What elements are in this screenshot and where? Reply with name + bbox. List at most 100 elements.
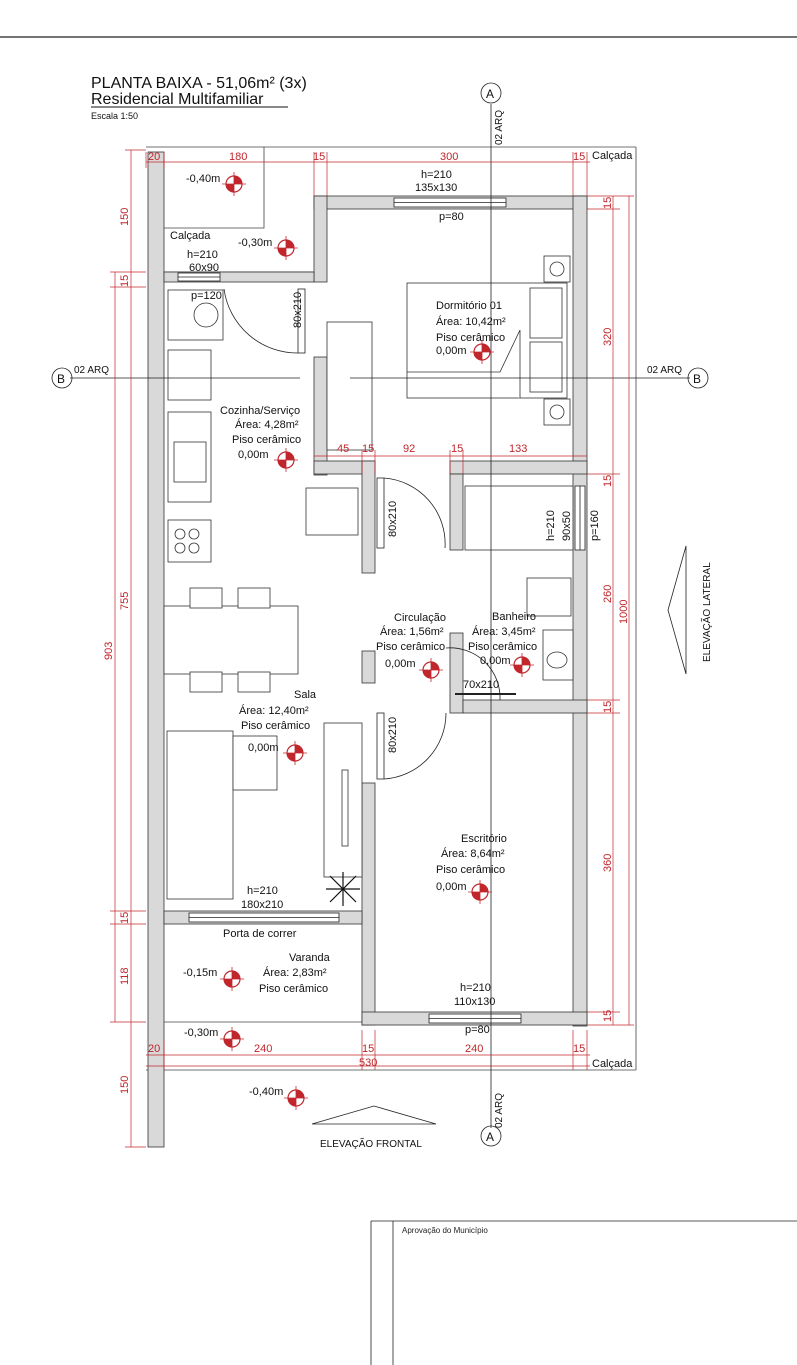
section-a-top-marker bbox=[480, 82, 502, 104]
svg-text:p=120: p=120 bbox=[191, 290, 222, 302]
level-bottom2: -0,40m bbox=[249, 1086, 283, 1098]
plan-title: PLANTA BAIXA - 51,06m² (3x) bbox=[91, 75, 307, 92]
svg-text:15: 15 bbox=[119, 275, 131, 287]
elevation-frontal-arrow bbox=[311, 1105, 437, 1125]
dimension-lines bbox=[110, 149, 634, 1148]
svg-text:360: 360 bbox=[602, 854, 614, 872]
sala-floor: Piso cerâmico bbox=[241, 720, 310, 732]
svg-text:1000: 1000 bbox=[618, 600, 630, 624]
office-floor: Piso cerâmico bbox=[436, 864, 505, 876]
dorm-bottom-wall-right bbox=[449, 460, 588, 475]
dining-table bbox=[163, 605, 299, 675]
svg-text:h=210: h=210 bbox=[187, 249, 218, 261]
svg-text:320: 320 bbox=[602, 328, 614, 346]
svg-text:15: 15 bbox=[451, 443, 463, 455]
level-varanda: -0,15m bbox=[183, 967, 217, 979]
sofa bbox=[166, 730, 234, 900]
elevation-lateral-arrow bbox=[667, 545, 687, 675]
kitchen-floor: Piso cerâmico bbox=[232, 434, 301, 446]
arq-ref-right: 02 ARQ bbox=[647, 365, 682, 376]
office-name: Escritório bbox=[461, 833, 507, 845]
svg-text:h=210: h=210 bbox=[545, 510, 557, 541]
svg-text:180x210: 180x210 bbox=[241, 899, 283, 911]
svg-text:240: 240 bbox=[465, 1043, 483, 1055]
svg-text:903: 903 bbox=[103, 642, 115, 660]
svg-text:60x90: 60x90 bbox=[189, 262, 219, 274]
bath-area: Área: 3,45m² bbox=[472, 625, 536, 638]
circ-area: Área: 1,56m² bbox=[380, 625, 444, 638]
section-a-bottom-marker bbox=[480, 1125, 502, 1147]
kitchen-sink bbox=[173, 441, 207, 483]
approval-label: Aprovação do Município bbox=[402, 1226, 488, 1235]
arq-ref-left: 02 ARQ bbox=[74, 365, 109, 376]
circulation-left-wall-upper bbox=[361, 460, 376, 574]
svg-text:110x130: 110x130 bbox=[454, 996, 495, 1008]
bath-left-wall-upper bbox=[449, 473, 464, 551]
dimension-texts: 20 180 15 300 15 45 15 92 15 133 20 240 … bbox=[103, 151, 630, 1094]
office-level: 0,00m bbox=[436, 881, 467, 893]
kitchen-name: Cozinha/Serviço bbox=[220, 405, 300, 417]
calcada-inner: Calçada bbox=[170, 230, 211, 242]
section-b-left-label: B bbox=[57, 372, 65, 386]
level-top1: -0,40m bbox=[186, 173, 220, 185]
svg-text:15: 15 bbox=[313, 151, 325, 163]
svg-text:h=210: h=210 bbox=[247, 885, 278, 897]
plan-subtitle: Residencial Multifamiliar bbox=[91, 91, 264, 108]
svg-text:20: 20 bbox=[148, 151, 160, 163]
office-door-leaf bbox=[376, 712, 385, 780]
sala-area: Área: 12,40m² bbox=[239, 704, 309, 717]
kitchen-door-leaf bbox=[297, 288, 306, 354]
svg-text:15: 15 bbox=[602, 1010, 614, 1022]
circulation-door-leaf bbox=[376, 477, 385, 549]
varanda-floor: Piso cerâmico bbox=[259, 983, 328, 995]
circ-level: 0,00m bbox=[385, 658, 416, 670]
kitchen-area: Área: 4,28m² bbox=[235, 418, 299, 431]
svg-text:133: 133 bbox=[509, 443, 527, 455]
kitchen-level: 0,00m bbox=[238, 449, 269, 461]
varanda-name: Varanda bbox=[289, 952, 331, 964]
wardrobe bbox=[326, 321, 373, 451]
section-lines bbox=[51, 82, 709, 1147]
office-left-wall bbox=[361, 782, 376, 1026]
toilet bbox=[526, 577, 572, 617]
kitchen-top-wall bbox=[163, 271, 315, 283]
svg-text:150: 150 bbox=[119, 1076, 131, 1094]
right-exterior-wall bbox=[572, 195, 588, 1027]
shower-box bbox=[464, 485, 574, 551]
svg-text:p=160: p=160 bbox=[589, 510, 601, 541]
opening-labels: h=210 135x130 p=80 h=210 60x90 p=120 80x… bbox=[187, 169, 601, 1036]
svg-text:p=80: p=80 bbox=[465, 1024, 490, 1036]
circ-floor: Piso cerâmico bbox=[376, 641, 445, 653]
plan-scale: Escala 1:50 bbox=[91, 111, 138, 121]
svg-text:180: 180 bbox=[229, 151, 247, 163]
refrigerator bbox=[305, 487, 359, 536]
arq-ref-bottom: 02 ARQ bbox=[494, 1093, 505, 1128]
svg-text:h=210: h=210 bbox=[460, 982, 491, 994]
office-area: Área: 8,64m² bbox=[441, 847, 505, 860]
bath-name: Banheiro bbox=[492, 611, 536, 623]
arq-ref-top: 02 ARQ bbox=[494, 110, 505, 145]
circulation-left-wall-mid bbox=[361, 650, 376, 684]
svg-text:15: 15 bbox=[602, 197, 614, 209]
svg-text:118: 118 bbox=[119, 967, 131, 985]
svg-text:70x210: 70x210 bbox=[463, 679, 499, 691]
svg-text:15: 15 bbox=[573, 151, 585, 163]
level-bottom1: -0,30m bbox=[184, 1027, 218, 1039]
section-a-bottom-label: A bbox=[486, 1130, 494, 1144]
dorm-left-wall-upper bbox=[313, 195, 328, 283]
bath-left-wall-lower bbox=[449, 632, 464, 714]
svg-text:h=210: h=210 bbox=[421, 169, 452, 181]
misc-labels: Calçada Calçada Calçada Porta de correr bbox=[170, 150, 633, 1070]
dorm-floor: Piso cerâmico bbox=[436, 332, 505, 344]
svg-text:135x130: 135x130 bbox=[415, 182, 457, 194]
svg-text:530: 530 bbox=[359, 1057, 377, 1069]
dorm-left-wall-lower bbox=[313, 356, 328, 476]
room-labels: Dormitório 01 Área: 10,42m² Piso cerâmic… bbox=[220, 300, 537, 995]
svg-text:15: 15 bbox=[362, 443, 374, 455]
bath-floor: Piso cerâmico bbox=[468, 641, 537, 653]
cooktop bbox=[167, 519, 212, 563]
doors bbox=[223, 288, 516, 780]
svg-text:45: 45 bbox=[337, 443, 349, 455]
section-b-right-label: B bbox=[693, 372, 701, 386]
